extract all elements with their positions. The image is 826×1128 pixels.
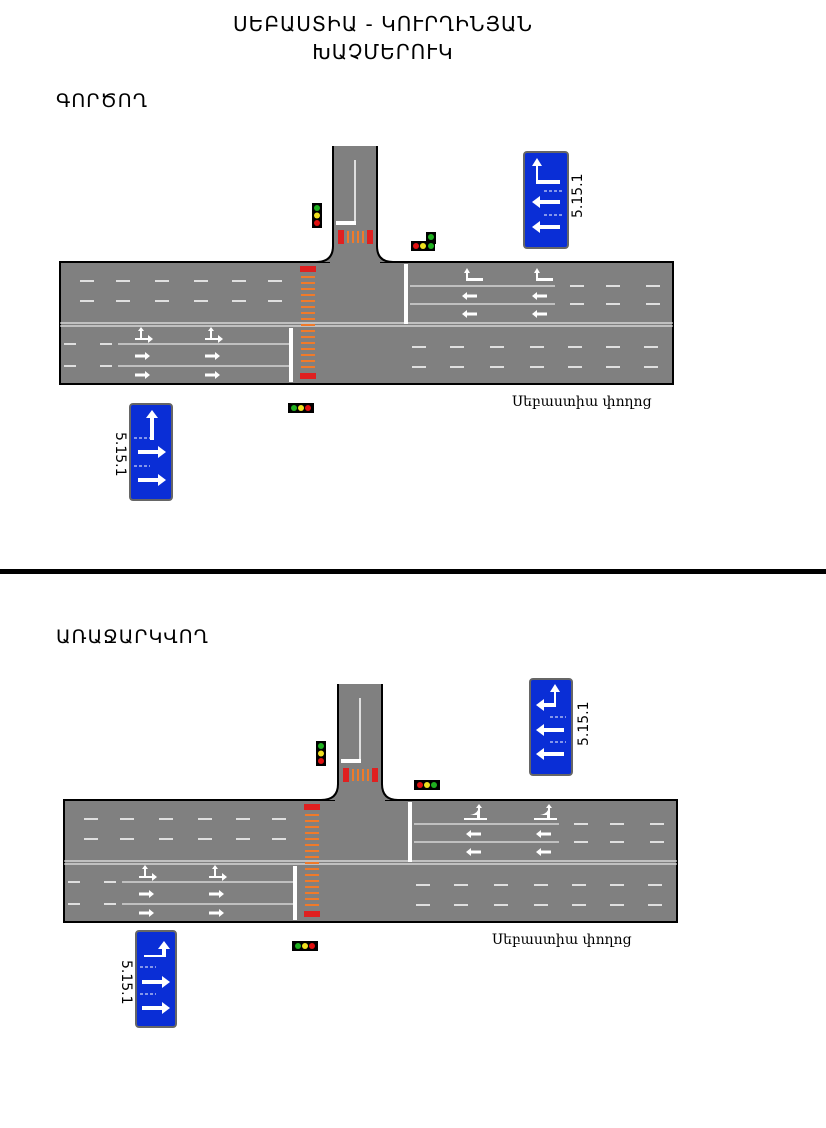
lane-direction-sign-upper [523, 151, 569, 249]
crosswalk-side [338, 230, 373, 244]
traffic-light-icon [292, 941, 318, 951]
street-label: Սեբաստիա փողոց [512, 394, 652, 410]
sign-code-upper: 5.15.1 [576, 701, 592, 746]
section-label-proposed: ԱՌԱՋԱՐԿՎՈՂ [56, 626, 209, 648]
crosswalk-main [304, 804, 320, 917]
sign-code-lower: 5.15.1 [112, 432, 128, 477]
title-line-1: ՍԵԲԱՍՏԻԱ - ԿՈՒՐՂԻՆՅԱՆ [233, 12, 533, 36]
sign-code-upper: 5.15.1 [570, 173, 586, 218]
traffic-light-icon [411, 232, 436, 251]
traffic-light-icon [414, 780, 440, 790]
intersection-diagram-current: 5.15.1 5.15.1 Սեբաստիա փողոց [59, 146, 674, 501]
crosswalk-main [300, 266, 316, 379]
street-label: Սեբաստիա փողոց [492, 932, 632, 948]
lane-direction-sign-upper [529, 678, 573, 776]
lane-dashes [64, 280, 660, 368]
traffic-light-icon [288, 403, 314, 413]
lane-direction-sign-lower [129, 403, 173, 501]
crosswalk-side [343, 768, 378, 782]
section-divider [0, 569, 826, 574]
traffic-light-icon [312, 203, 322, 228]
section-label-current: ԳՈՐԾՈՂ [56, 90, 149, 112]
sign-code-lower: 5.15.1 [118, 960, 134, 1005]
traffic-light-icon [316, 741, 326, 766]
title-line-2: ԽԱՉՄԵՐՈՒԿ [312, 40, 454, 64]
lane-direction-sign-lower [135, 930, 177, 1028]
